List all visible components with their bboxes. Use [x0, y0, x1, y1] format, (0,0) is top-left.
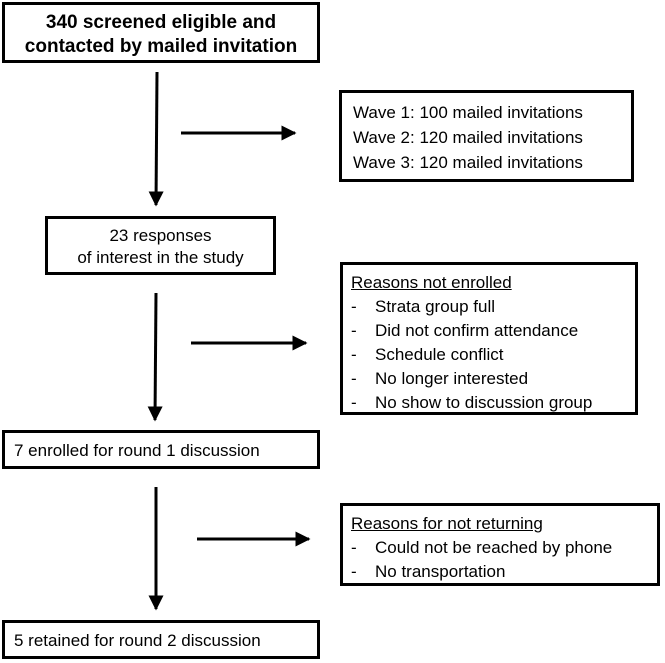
node-retained: 5 retained for round 2 discussion [2, 620, 320, 659]
bullet-dash: - [351, 345, 357, 364]
wave-item: Wave 2: 120 mailed invitations [353, 128, 583, 147]
list-item-text: No transportation [375, 562, 506, 581]
list-item: -Did not confirm attendance [351, 319, 635, 343]
arrow-down-2 [147, 292, 163, 422]
list-item-text: Could not be reached by phone [375, 538, 613, 557]
wave-item: Wave 1: 100 mailed invitations [353, 103, 583, 122]
list-item-text: Schedule conflict [375, 345, 504, 364]
node-screened: 340 screened eligible and contacted by m… [2, 2, 320, 63]
bullet-dash: - [351, 393, 357, 412]
wave-item: Wave 3: 120 mailed invitations [353, 153, 583, 172]
node-screened-line2: contacted by mailed invitation [24, 36, 298, 57]
bullet-dash: - [351, 321, 357, 340]
node-screened-line1: 340 screened eligible and [45, 12, 277, 33]
list-item: -No transportation [351, 560, 657, 584]
list-item: -Could not be reached by phone [351, 536, 657, 560]
list-item-text: No longer interested [375, 369, 529, 388]
list-item: -No longer interested [351, 367, 635, 391]
node-enrolled-text: 7 enrolled for round 1 discussion [14, 441, 260, 460]
node-responses-line2: of interest in the study [77, 248, 244, 267]
node-responses-line1: 23 responses [109, 226, 212, 245]
bullet-dash: - [351, 369, 357, 388]
node-enrolled: 7 enrolled for round 1 discussion [2, 430, 320, 469]
list-item: -Strata group full [351, 295, 635, 319]
list-item-text: No show to discussion group [375, 393, 593, 412]
not-enrolled-title: Reasons not enrolled [351, 273, 512, 292]
node-responses: 23 responses of interest in the study [45, 216, 276, 275]
list-item-text: Did not confirm attendance [375, 321, 579, 340]
node-retained-text: 5 retained for round 2 discussion [14, 631, 261, 650]
node-not-returning: Reasons for not returning -Could not be … [340, 503, 660, 586]
list-item-text: Strata group full [375, 297, 496, 316]
list-item: -No show to discussion group [351, 391, 635, 415]
node-not-enrolled: Reasons not enrolled -Strata group full … [340, 262, 638, 415]
arrow-down-1 [148, 71, 164, 207]
bullet-dash: - [351, 562, 357, 581]
list-item: -Schedule conflict [351, 343, 635, 367]
bullet-dash: - [351, 297, 357, 316]
not-returning-title: Reasons for not returning [351, 514, 543, 533]
bullet-dash: - [351, 538, 357, 557]
node-waves: Wave 1: 100 mailed invitations Wave 2: 1… [339, 90, 634, 182]
